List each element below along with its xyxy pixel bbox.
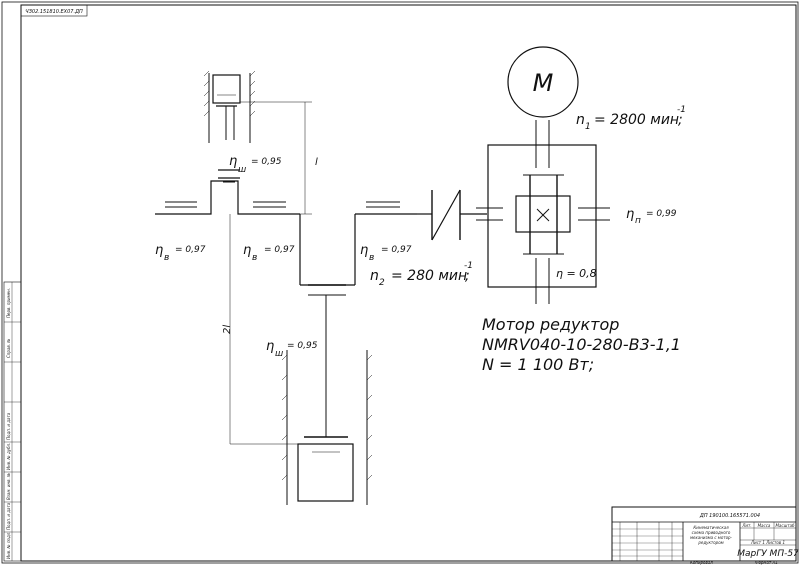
svg-text:Лит.: Лит.: [741, 523, 751, 528]
top-load-assembly: [203, 70, 256, 143]
label-n1: n 1 = 2800 мин -1 ;: [576, 105, 686, 132]
label-eta-v2: η в = 0,97: [243, 243, 295, 263]
svg-text:= 0,95: = 0,95: [251, 157, 282, 167]
top-drum: [212, 74, 241, 104]
side-strip-label: Перв. примен.: [6, 288, 11, 318]
doc-code: ДП 190100.165571.004: [699, 513, 760, 519]
svg-text:Масштаб: Масштаб: [775, 523, 795, 528]
svg-text:2: 2: [379, 278, 385, 288]
svg-text:η: η: [229, 154, 237, 169]
label-eta-p: η п = 0,99: [626, 207, 677, 226]
motor-info-title: Мотор редуктор: [482, 315, 619, 334]
side-strip: Перв. примен. Справ. № Подп. и дата Инв.…: [3, 281, 22, 562]
svg-text:в: в: [369, 253, 374, 263]
svg-text:-1: -1: [677, 105, 686, 115]
svg-text:η: η: [626, 207, 634, 222]
side-strip-label: Инв. № дубл.: [6, 443, 11, 470]
svg-text:ш: ш: [275, 349, 283, 359]
dimension-lines: [229, 101, 312, 445]
svg-text:1: 1: [585, 122, 591, 132]
title-block: ДП 190100.165571.004 Кинематическая схем…: [611, 506, 799, 562]
svg-text:= 280 мин: = 280 мин: [391, 268, 467, 284]
bottom-load-assembly: [281, 284, 373, 505]
svg-text:-1: -1: [464, 261, 473, 271]
label-length-2l: 2l: [222, 325, 233, 334]
side-strip-label: Подп. и дата: [6, 412, 11, 440]
format-label: Формат А1: [755, 560, 778, 565]
organization: МарГУ МП-57: [737, 549, 799, 559]
svg-text:Лист 1 Листов 1: Лист 1 Листов 1: [750, 540, 785, 545]
svg-text:= 0,99: = 0,99: [646, 209, 677, 219]
svg-text:;: ;: [678, 112, 683, 128]
label-eta-gear: η = 0,8: [556, 267, 597, 280]
svg-text:в: в: [252, 253, 257, 263]
motor-info: Мотор редуктор NMRV040-10-280-B3-1,1 N =…: [482, 315, 681, 374]
motor-info-model: NMRV040-10-280-B3-1,1: [482, 335, 681, 354]
svg-text:= 0,97: = 0,97: [175, 245, 206, 255]
svg-text:схема приводного: схема приводного: [692, 530, 731, 535]
worm-gearbox: [476, 120, 610, 304]
side-strip-label: Подп. и дата: [6, 502, 11, 530]
motor-symbol: M: [533, 69, 554, 97]
svg-text:механизма с мотор-: механизма с мотор-: [690, 535, 733, 540]
svg-text:n: n: [576, 112, 585, 128]
svg-text:= 2800 мин: = 2800 мин: [594, 112, 679, 128]
coupling: [417, 189, 487, 241]
top-left-stamp: ЧЗ02.151810.ЕХ07.ДП: [20, 4, 88, 17]
svg-text:в: в: [164, 253, 169, 263]
stamp-code: ЧЗ02.151810.ЕХ07.ДП: [25, 9, 83, 15]
motor-circle: [507, 46, 579, 118]
motor: M: [507, 46, 579, 118]
svg-text:= 0,97: = 0,97: [381, 245, 412, 255]
svg-text:n: n: [370, 268, 379, 284]
svg-text:Кинематическая: Кинематическая: [693, 525, 729, 530]
svg-text:η: η: [266, 339, 274, 354]
svg-text:η: η: [360, 243, 368, 258]
label-length-l: l: [315, 157, 318, 168]
svg-text:редуктором: редуктором: [697, 540, 723, 545]
bottom-drum: [297, 443, 354, 502]
svg-text:п: п: [635, 216, 641, 226]
label-n2: n 2 = 280 мин -1 ;: [370, 261, 473, 288]
svg-text:η: η: [155, 243, 163, 258]
svg-text:Масса: Масса: [758, 523, 771, 528]
label-eta-sh-top: η ш = 0,95: [229, 154, 282, 175]
side-strip-label: Справ. №: [6, 339, 11, 358]
svg-text:ш: ш: [238, 165, 246, 175]
motor-info-power: N = 1 100 Вт;: [482, 355, 594, 374]
side-strip-label: Взам. инв. №: [6, 473, 11, 500]
svg-text:η: η: [243, 243, 251, 258]
label-eta-v3: η в = 0,97: [360, 243, 412, 263]
label-eta-sh-bottom: η ш = 0,95: [266, 339, 318, 359]
copied-label: Копировал: [690, 560, 713, 565]
side-strip-label: Инв. № подл.: [6, 531, 11, 559]
svg-text:= 0,95: = 0,95: [287, 341, 318, 351]
svg-text:;: ;: [465, 268, 470, 284]
svg-text:= 0,97: = 0,97: [264, 245, 295, 255]
label-eta-v1: η в = 0,97: [155, 243, 206, 263]
